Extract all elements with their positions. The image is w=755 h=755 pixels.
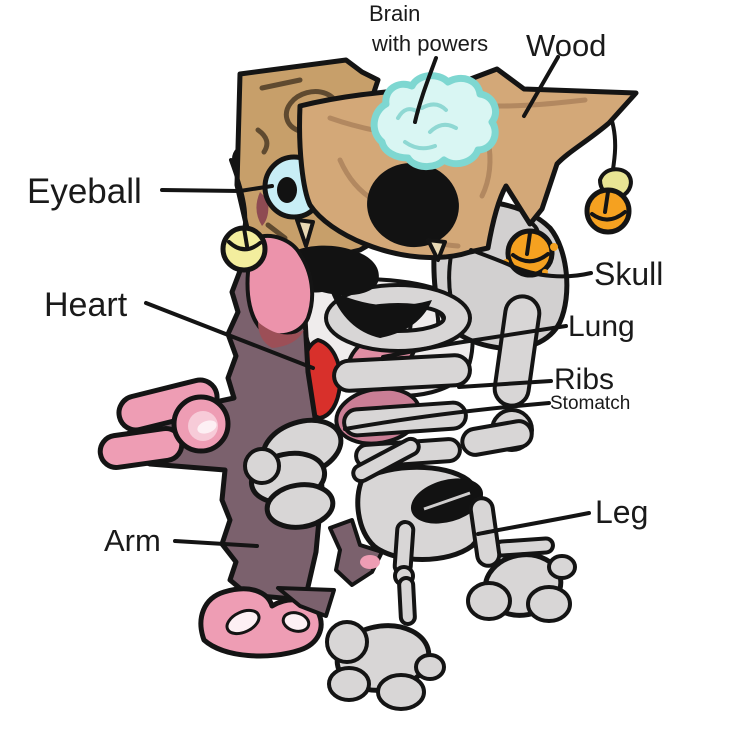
bells xyxy=(220,119,633,278)
right-foot-toe-1 xyxy=(466,581,512,621)
label-skull: Skull xyxy=(594,256,663,292)
lower-spine-bone xyxy=(460,419,534,457)
eye-socket-hole xyxy=(367,162,459,248)
brain-leader-line xyxy=(413,56,438,124)
fang-right xyxy=(426,238,447,262)
leader-lines xyxy=(144,55,593,548)
forearm-bone xyxy=(351,436,421,484)
fang-left xyxy=(295,218,315,248)
ribs-leader-line xyxy=(457,379,553,389)
left-foot-toe-3 xyxy=(414,653,446,681)
labels: Brain with powers Wood Eyeball Skull Hea… xyxy=(27,1,663,558)
right-ankle-bone xyxy=(547,554,577,580)
left-heel-bone xyxy=(325,620,369,664)
brain-squiggle-4 xyxy=(403,140,437,151)
skull-leader-line xyxy=(469,248,593,279)
mouth-opening-lower xyxy=(330,290,432,338)
left-shin-bone-lower xyxy=(397,576,417,626)
right-upper-bell-slit xyxy=(590,210,627,222)
brain-squiggle-3 xyxy=(428,122,458,134)
skeleton-legs xyxy=(325,464,577,711)
left-bell-notch xyxy=(242,226,249,248)
lung-leader-line xyxy=(381,324,568,359)
label-brain-line2: with powers xyxy=(371,31,488,56)
left-bell-slit xyxy=(227,240,262,252)
flesh-foot xyxy=(198,586,336,659)
brain-squiggle-2 xyxy=(420,102,448,112)
label-heart: Heart xyxy=(44,286,128,324)
ear-line-marking-2 xyxy=(255,127,270,155)
label-eyeball: Eyeball xyxy=(27,172,142,211)
foot-pad-1 xyxy=(225,608,261,636)
arm-leader-line xyxy=(173,539,259,548)
label-leg: Leg xyxy=(595,494,648,530)
bone-finger-3 xyxy=(264,482,336,530)
rib-band-1 xyxy=(332,353,472,393)
foot-pad-2 xyxy=(281,611,311,633)
flesh-paw xyxy=(97,377,231,470)
label-stomach: Stomatch xyxy=(550,393,630,414)
eye-pupil xyxy=(277,177,297,203)
left-bell-string xyxy=(229,158,248,232)
label-brain-line1: Brain xyxy=(369,1,420,26)
bone-knuckle xyxy=(243,447,281,485)
hip-flesh-spot xyxy=(360,555,380,569)
eyeball-leader-line xyxy=(160,184,274,194)
right-foot-toe-2 xyxy=(526,585,572,623)
pelvis-hole-highlight xyxy=(423,491,471,511)
wood-leader-line xyxy=(522,55,560,118)
label-arm: Arm xyxy=(104,523,161,558)
right-lower-bell-slit xyxy=(511,252,550,264)
bone-hand xyxy=(243,417,421,530)
brain-shape xyxy=(370,72,499,170)
label-wood: Wood xyxy=(526,28,606,63)
label-ribs: Ribs xyxy=(554,363,614,396)
tongue-shape xyxy=(258,322,304,348)
paw-pad-highlight xyxy=(197,420,217,434)
left-foot-toe-2 xyxy=(376,673,426,711)
orange-speck-1 xyxy=(550,243,558,251)
heart-leader-line xyxy=(144,301,315,370)
ear-line-marking-1 xyxy=(259,77,303,91)
label-lung: Lung xyxy=(568,310,635,343)
left-foot-toe-1 xyxy=(327,666,371,702)
leg-leader-line xyxy=(476,511,591,536)
right-orange-bell-lower xyxy=(505,228,555,278)
right-upper-bell-notch xyxy=(603,190,610,214)
right-lower-bell-notch xyxy=(525,231,532,256)
foot-fur-fringe xyxy=(276,586,336,618)
cheek-stripe-1 xyxy=(265,222,288,241)
stomach-leader-line xyxy=(343,401,551,431)
